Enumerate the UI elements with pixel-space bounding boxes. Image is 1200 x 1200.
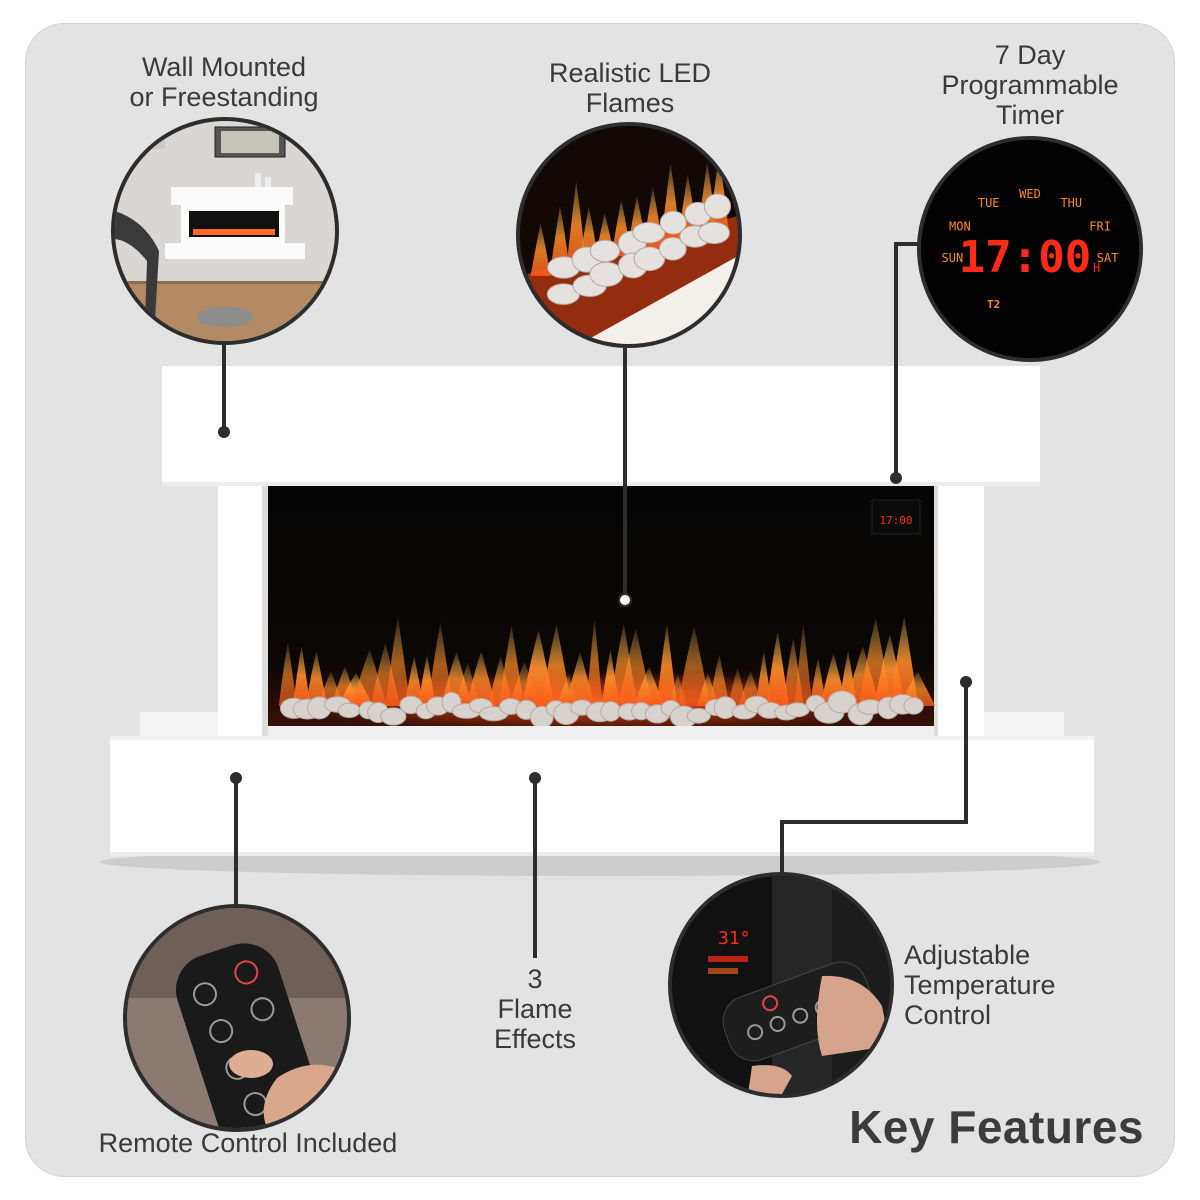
label-timer: 7 Day Programmable Timer bbox=[941, 40, 1119, 130]
led-flames-photo bbox=[516, 122, 742, 348]
mini-timer-display bbox=[871, 499, 921, 535]
leader-dot-temperature bbox=[960, 676, 972, 688]
leader-dot-remote bbox=[230, 772, 242, 784]
leader-dot-flame-effects bbox=[529, 772, 541, 784]
timer-day-tue: TUE bbox=[978, 196, 1000, 210]
timer-day-sat: SAT bbox=[1097, 251, 1119, 265]
timer-day-wed: WED bbox=[1019, 187, 1041, 201]
timer-program: T2 bbox=[987, 298, 1000, 311]
label-remote: Remote Control Included bbox=[98, 1128, 398, 1158]
label-temperature: Adjustable Temperature Control bbox=[904, 940, 1056, 1030]
temperature-control-photo: 31° bbox=[668, 872, 894, 1098]
timer-day-thu: THU bbox=[1060, 196, 1082, 210]
mini-timer-text: 17:00 bbox=[879, 514, 912, 527]
pillar-left bbox=[218, 486, 268, 736]
page-title: Key Features bbox=[849, 1101, 1144, 1153]
mantel-top bbox=[162, 366, 1040, 486]
remote-control-photo bbox=[123, 904, 351, 1132]
leader-dot-wall bbox=[218, 426, 230, 438]
pebble-bed bbox=[279, 690, 924, 729]
temp-readout: 31° bbox=[718, 928, 751, 949]
timer-time: 17:00 bbox=[959, 232, 1091, 283]
hearth-base bbox=[110, 736, 1094, 856]
power-icon bbox=[234, 960, 259, 985]
label-wall-mounted: Wall Mounted or Freestanding bbox=[129, 52, 319, 112]
flame-bed bbox=[278, 616, 936, 706]
pillar-right bbox=[934, 486, 984, 736]
label-flame-effects: 3 Flame Effects bbox=[493, 964, 577, 1054]
timer-day-fri: FRI bbox=[1089, 220, 1111, 234]
leader-dot-timer bbox=[890, 472, 902, 484]
label-led-flames: Realistic LED Flames bbox=[548, 58, 712, 118]
leader-dot-flames bbox=[618, 593, 632, 607]
timer-display-photo: WED THU FRI SAT SUN MON TUE 17:00 H T2 bbox=[917, 136, 1143, 362]
timer-day-mon: MON bbox=[949, 220, 971, 234]
timer-day-sun: SUN bbox=[942, 251, 964, 265]
timer-suffix: H bbox=[1093, 261, 1100, 275]
wall-mounted-photo bbox=[111, 117, 339, 345]
flame-icon bbox=[250, 997, 275, 1022]
clock-icon bbox=[209, 1019, 234, 1044]
